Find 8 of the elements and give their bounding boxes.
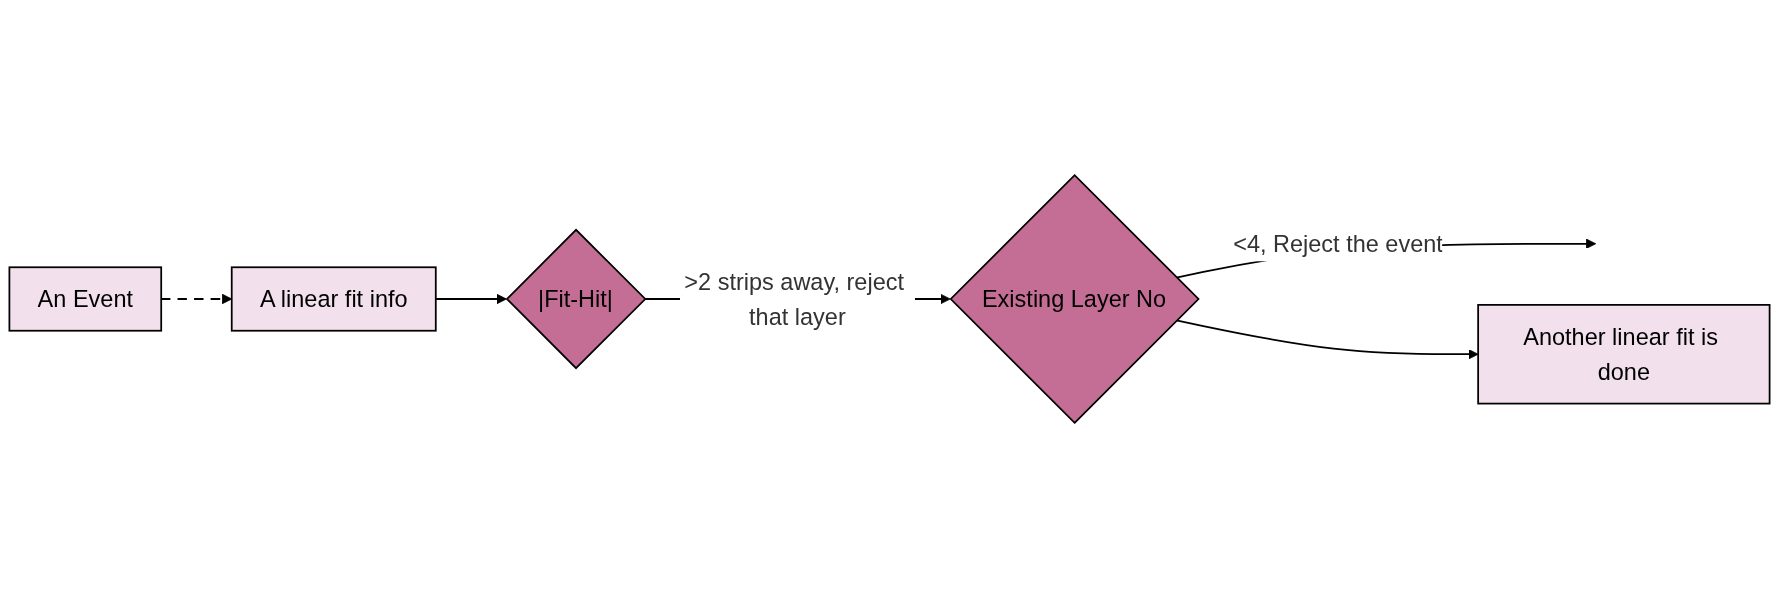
node-box: An Event: [8, 266, 163, 332]
node-box: Another linear fit is done: [1477, 304, 1771, 405]
node-diamond: Existing Layer No: [949, 173, 1200, 425]
node-box: A linear fit info: [230, 266, 437, 332]
arrow: [1175, 319, 1479, 360]
edge-label: >2 strips away, reject that layer: [684, 268, 905, 330]
node-diamond: |Fit-Hit|: [505, 228, 647, 370]
edge-label: <4, Reject the event: [1233, 230, 1443, 257]
